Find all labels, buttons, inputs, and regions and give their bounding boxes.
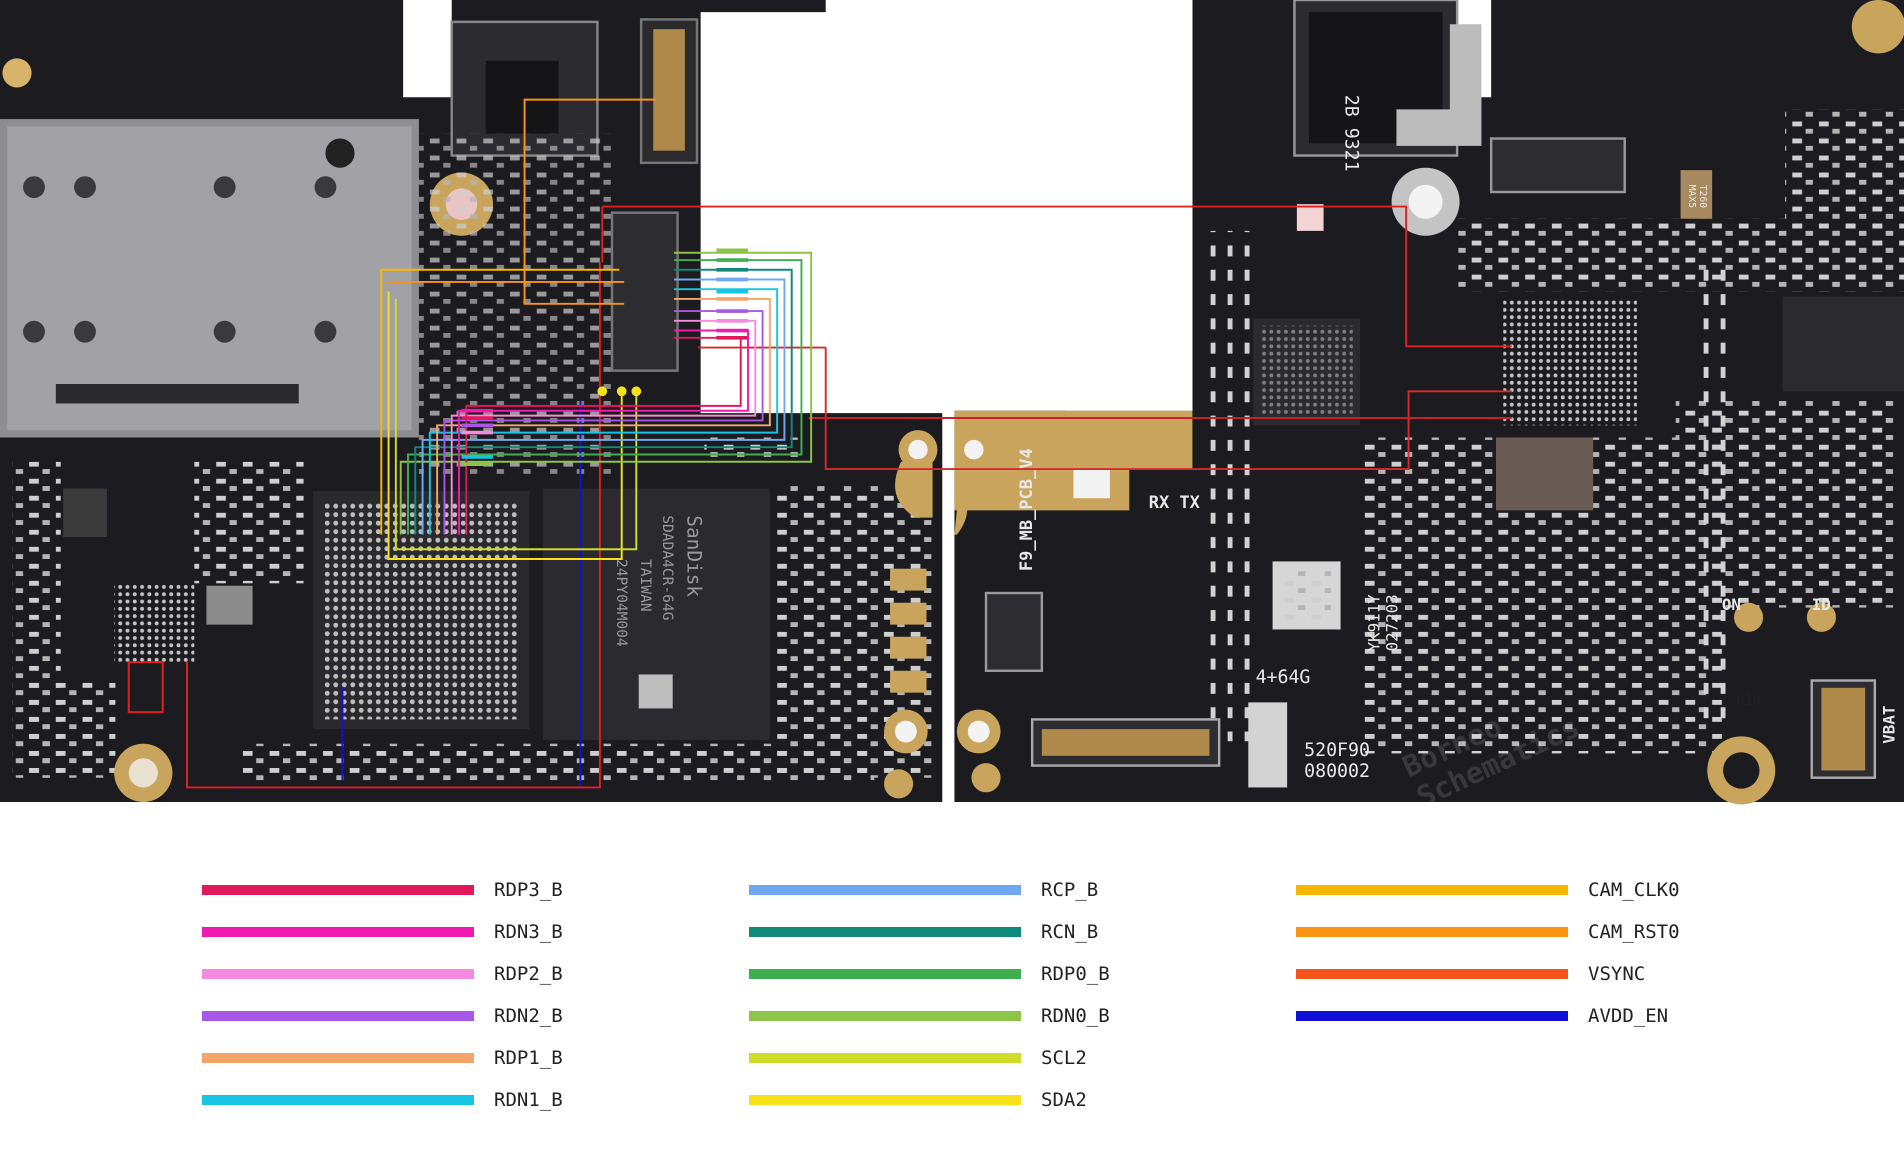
trace-rdn1-b <box>428 288 779 535</box>
trace-rdp0-b <box>407 259 803 535</box>
emmc-brand: SanDisk <box>682 515 705 597</box>
emmc-lot: 24PY04M004 <box>613 559 630 647</box>
emmc-origin: TAIWAN <box>637 559 654 612</box>
trace-scl2 <box>394 298 638 551</box>
marker-010-label: 010 <box>1736 694 1760 709</box>
on-label: ON <box>1722 595 1741 614</box>
trace-cam-rst0 <box>523 98 656 305</box>
connector-chip-label: 2B 9321 <box>1340 95 1361 172</box>
rx-tx-label: RX TX <box>1149 493 1201 513</box>
vbat-label: VBAT <box>1879 706 1898 744</box>
small-chip-label: T260MAX5 <box>1686 185 1708 209</box>
id-label: ID <box>1812 595 1831 614</box>
serial-label: YK911Y027203 <box>1364 594 1401 652</box>
right-board <box>954 0 1904 805</box>
trace-cam-clk0 <box>380 268 620 535</box>
trace-vsync-7 <box>127 661 164 714</box>
trace-overlay <box>127 98 1512 789</box>
trace-vsync <box>602 205 1512 348</box>
trace-rdn0-b <box>399 251 813 535</box>
emmc-part: SDADA4CR-64G <box>659 515 676 620</box>
trace-sda2 <box>387 291 623 560</box>
trace-vsync-6 <box>186 262 601 789</box>
storage-label: 4+64G <box>1256 667 1311 688</box>
emmc-chip-label: SanDisk SDADA4CR-64G TAIWAN 24PY04M004 <box>613 515 705 647</box>
trace-vsync-3 <box>824 347 1512 471</box>
trace-rcn-b <box>414 268 793 535</box>
pcb-label: F9_MB_PCB_V4 <box>1017 448 1037 571</box>
